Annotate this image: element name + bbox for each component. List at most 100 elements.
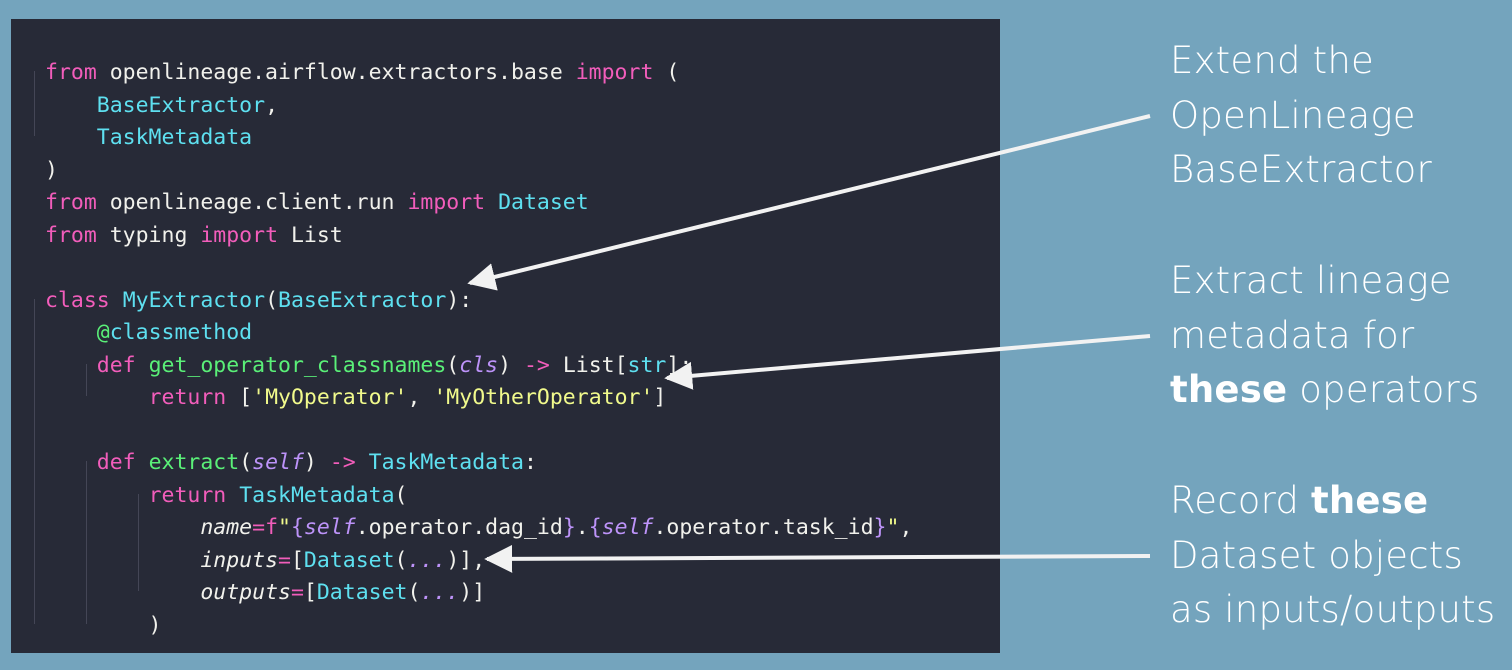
code-token-cls: BaseExtractor bbox=[96, 92, 266, 118]
code-token-arg: name bbox=[200, 515, 253, 540]
annotation-line: Dataset objects bbox=[1170, 529, 1495, 584]
indent-guide bbox=[34, 299, 35, 624]
code-token-plain: : bbox=[524, 450, 537, 475]
annotation-line: Record these bbox=[1170, 474, 1495, 529]
code-token-plain: , bbox=[407, 385, 434, 410]
annotation-extract-operators: Extract lineage metadata for these operato… bbox=[1170, 254, 1479, 418]
annotation-line: metadata for bbox=[1170, 309, 1479, 364]
code-line: from typing import List bbox=[45, 220, 912, 253]
code-token-plain: ) bbox=[303, 450, 330, 475]
code-line: def get_operator_classnames(cls) -> List… bbox=[45, 350, 912, 383]
code-token-brace: } bbox=[562, 515, 576, 540]
code-token-fn: get_operator_classnames bbox=[148, 352, 447, 378]
arrow-left-icon bbox=[664, 334, 1151, 390]
code-token-plain: ( bbox=[394, 547, 408, 573]
annotation-line: Extract lineage bbox=[1170, 254, 1479, 309]
code-token-cls: MyExtractor bbox=[122, 287, 266, 313]
code-block: from openlineage.airflow.extractors.base… bbox=[45, 57, 912, 642]
code-line: name=f"{self.operator.dag_id}.{self.oper… bbox=[45, 512, 912, 545]
indent-guide bbox=[86, 461, 87, 624]
code-token-plain: ( bbox=[407, 580, 421, 605]
code-token-kw: from bbox=[45, 60, 97, 85]
code-token-kw: = bbox=[290, 580, 304, 605]
annotation-text: Extend the bbox=[1170, 39, 1374, 82]
emphasis-text: these bbox=[1170, 368, 1288, 411]
code-token-plain: ( bbox=[239, 450, 253, 475]
code-line: def extract(self) -> TaskMetadata: bbox=[45, 447, 912, 480]
code-token-kw: def bbox=[96, 352, 136, 378]
code-token-plain: [ bbox=[303, 580, 317, 605]
code-panel: from openlineage.airflow.extractors.base… bbox=[11, 19, 1000, 653]
code-token-plain: openlineage.airflow.extractors.base bbox=[96, 60, 576, 85]
code-token-deco: @ bbox=[96, 320, 110, 345]
code-line: ) bbox=[45, 610, 912, 643]
code-token-plain: typing bbox=[96, 222, 201, 248]
code-token-cls: str bbox=[627, 352, 667, 378]
code-token-kw: = bbox=[278, 547, 291, 573]
annotation-text: Extract lineage bbox=[1170, 259, 1452, 302]
code-token-brace: } bbox=[873, 515, 887, 540]
code-token-kw: def bbox=[96, 450, 136, 475]
code-token-plain: )] bbox=[459, 580, 486, 605]
code-token-plain: ) bbox=[45, 612, 162, 638]
code-token-quote: " bbox=[278, 515, 291, 540]
code-token-str: 'MyOtherOperator' bbox=[433, 385, 654, 410]
annotation-text: Record bbox=[1170, 479, 1311, 522]
code-token-cls: Dataset bbox=[303, 547, 395, 573]
annotation-text: OpenLineage bbox=[1170, 93, 1416, 137]
arrow-left-icon bbox=[467, 114, 1151, 291]
code-token-plain: ( bbox=[265, 287, 279, 313]
code-line: BaseExtractor, bbox=[45, 90, 912, 123]
code-token-plain: List[ bbox=[549, 352, 628, 378]
code-line: return ['MyOperator', 'MyOtherOperator'] bbox=[45, 382, 912, 415]
code-line: outputs=[Dataset(...)] bbox=[45, 577, 912, 610]
code-token-quote: " bbox=[886, 515, 900, 540]
annotation-line: as inputs/outputs bbox=[1170, 583, 1495, 638]
code-token-plain: ( bbox=[653, 60, 680, 85]
annotation-text: Dataset objects bbox=[1170, 533, 1463, 577]
code-token-cls: TaskMetadata bbox=[96, 125, 253, 150]
code-token-kw: import bbox=[407, 190, 486, 215]
code-token-cls: TaskMetadata bbox=[239, 482, 395, 508]
indent-guide bbox=[34, 71, 35, 136]
code-token-cls: BaseExtractor bbox=[278, 287, 447, 313]
code-token-kw: import bbox=[575, 60, 654, 85]
code-token-plain: .operator.task_id bbox=[653, 515, 874, 540]
code-token-param: self bbox=[601, 515, 654, 540]
code-token-param: ... bbox=[420, 580, 460, 605]
annotation-text: operators bbox=[1287, 368, 1480, 411]
code-token-kw: class bbox=[45, 287, 110, 313]
code-token-plain: )], bbox=[446, 547, 486, 573]
code-token-arg: outputs bbox=[200, 580, 291, 605]
code-line: ) bbox=[45, 155, 912, 188]
code-token-plain: , bbox=[899, 515, 913, 540]
code-token-param: cls bbox=[459, 352, 499, 378]
code-token-kw: -> bbox=[329, 450, 356, 475]
code-token-plain: ): bbox=[446, 287, 473, 313]
code-token-kw: from bbox=[45, 222, 97, 248]
code-token-kw: from bbox=[45, 190, 97, 215]
code-token-kw: return bbox=[148, 482, 227, 508]
code-line: from openlineage.airflow.extractors.base… bbox=[45, 57, 912, 90]
code-token-kw: -> bbox=[523, 352, 550, 378]
code-token-brace: { bbox=[588, 515, 602, 540]
annotation-line: BaseExtractor bbox=[1170, 143, 1432, 198]
code-token-cls: TaskMetadata bbox=[368, 450, 524, 475]
code-token-plain: List bbox=[278, 222, 343, 248]
code-token-param: ... bbox=[407, 547, 447, 573]
code-token-plain: ) bbox=[45, 157, 58, 183]
code-token-plain: [ bbox=[290, 547, 304, 573]
code-line: inputs=[Dataset(...)], bbox=[45, 545, 912, 578]
annotation-text: metadata for bbox=[1170, 313, 1415, 357]
code-line: class MyExtractor(BaseExtractor): bbox=[45, 285, 912, 318]
annotation-text: BaseExtractor bbox=[1170, 148, 1432, 191]
code-token-kw: f bbox=[265, 515, 279, 540]
code-token-plain: ] bbox=[653, 385, 667, 410]
code-line: from openlineage.client.run import Datas… bbox=[45, 187, 912, 220]
code-token-kw: = bbox=[252, 515, 266, 540]
code-token-kw: import bbox=[200, 222, 279, 248]
code-token-plain: [ bbox=[226, 385, 253, 410]
